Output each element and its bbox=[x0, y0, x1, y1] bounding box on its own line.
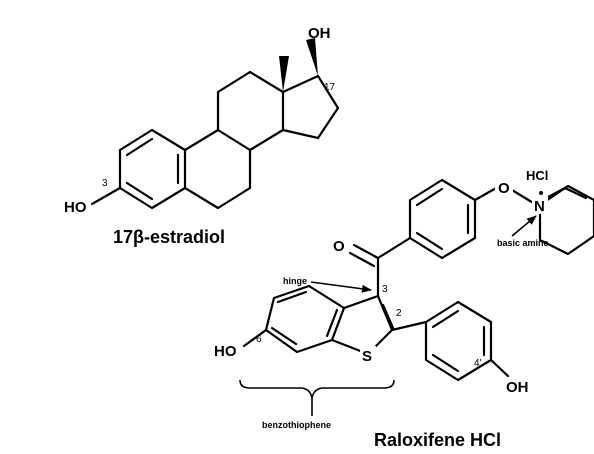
chain-to-nitrogen bbox=[563, 186, 588, 200]
hinge-label: hinge bbox=[283, 276, 307, 286]
raloxifene-position-6: 6 bbox=[256, 334, 262, 345]
raloxifene-position-2: 2 bbox=[396, 308, 402, 319]
carbonyl-double-2 bbox=[348, 251, 376, 268]
benzothiophene-brace bbox=[239, 379, 395, 399]
raloxifene-position-3: 3 bbox=[382, 284, 388, 295]
sulfur-knockout bbox=[360, 346, 376, 364]
benzothiophene-label: benzothiophene bbox=[262, 420, 331, 430]
ether-bond-left bbox=[473, 185, 500, 202]
raloxifene-name-label: Raloxifene HCl bbox=[374, 430, 501, 450]
ring-a-double-1 bbox=[125, 137, 154, 157]
estradiol-oh-wedge bbox=[306, 38, 318, 76]
benzothiophene-benzene-ring bbox=[264, 284, 346, 354]
estradiol-ring-d bbox=[281, 74, 340, 140]
raloxifene-structure bbox=[242, 178, 594, 382]
lower-phenyl-double-1 bbox=[431, 309, 460, 329]
raloxifene-6-ho-bond bbox=[242, 328, 268, 348]
benzene-double-1 bbox=[276, 290, 308, 304]
carbonyl-double-1 bbox=[352, 243, 380, 260]
carbonyl-to-phenyl-bond bbox=[376, 236, 412, 260]
ether-o-knockout bbox=[495, 178, 513, 196]
upper-phenyl-double-3 bbox=[415, 231, 444, 251]
hinge-arrow bbox=[310, 281, 372, 293]
estradiol-position-17: 17 bbox=[324, 82, 336, 93]
estradiol-position-3: 3 bbox=[102, 178, 108, 189]
piperidine-group bbox=[538, 184, 594, 256]
estradiol-ring-a bbox=[118, 128, 187, 210]
estradiol-oh-top-label: OH bbox=[308, 25, 331, 42]
estradiol-ho-left-label: HO bbox=[64, 199, 87, 216]
hcl-salt-label: HCl bbox=[526, 168, 548, 183]
nitrogen-charge-dot bbox=[539, 191, 543, 195]
c2-to-phenyl-bond bbox=[390, 320, 428, 332]
estradiol-ho-bond bbox=[90, 186, 122, 206]
estradiol-name-label: 17β-estradiol bbox=[113, 227, 225, 247]
ether-oxygen-label: O bbox=[498, 180, 510, 197]
estradiol-structure bbox=[90, 38, 340, 210]
benzene-double-2 bbox=[270, 326, 298, 346]
carbonyl-o-knockout bbox=[330, 236, 348, 254]
basic-amine-label: basic amine bbox=[497, 238, 549, 248]
estradiol-ring-c bbox=[216, 70, 285, 152]
raloxifene-ho-label: HO bbox=[214, 343, 237, 360]
benzene-double-3 bbox=[325, 308, 339, 338]
nitrogen-label: N bbox=[534, 198, 545, 215]
ring-a-double-3 bbox=[125, 181, 154, 201]
raloxifene-4prime-oh-bond bbox=[489, 358, 510, 378]
thiophene-double bbox=[381, 303, 395, 330]
raloxifene-oh-label: OH bbox=[506, 379, 529, 396]
raloxifene-upper-phenyl bbox=[408, 178, 477, 260]
raloxifene-position-4prime: 4' bbox=[474, 358, 482, 369]
upper-phenyl-double-1 bbox=[415, 187, 444, 207]
carbonyl-oxygen-label: O bbox=[333, 238, 345, 255]
ether-bond-right bbox=[510, 188, 537, 206]
piperidine-hexagon bbox=[538, 184, 594, 256]
sulfur-label: S bbox=[362, 348, 372, 365]
estradiol-ring-b bbox=[183, 128, 252, 210]
estradiol-methyl-wedge bbox=[279, 56, 289, 92]
lower-phenyl-double-3 bbox=[431, 353, 460, 373]
basic-amine-arrow bbox=[511, 215, 537, 237]
nitrogen-knockout bbox=[532, 196, 548, 214]
